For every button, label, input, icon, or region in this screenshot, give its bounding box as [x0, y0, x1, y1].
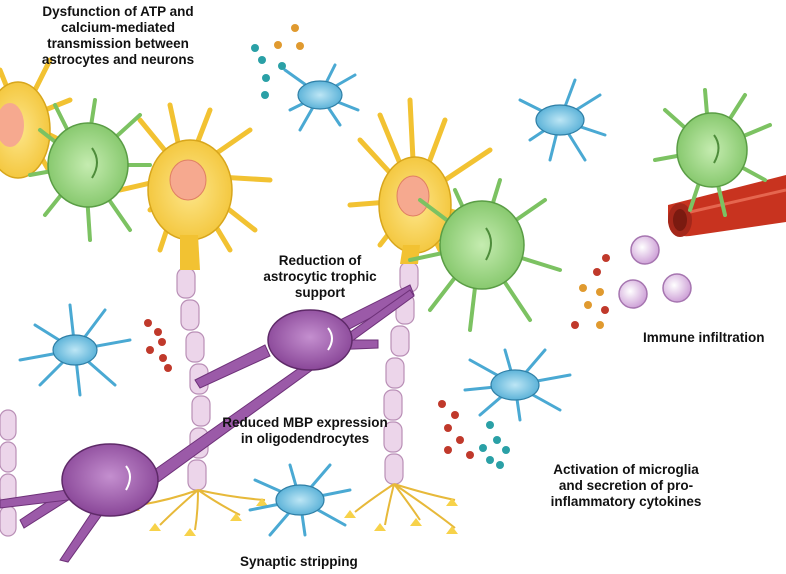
- yellow-astrocyte-edge: [0, 57, 83, 193]
- synaptic-boutons-right: [344, 498, 458, 534]
- yellow-astrocyte-right: [347, 97, 493, 264]
- axon-terminals-right: [354, 483, 456, 529]
- cytokines-left: [144, 319, 172, 372]
- oligodendrocyte-upper: [267, 309, 353, 371]
- blood-vessel: [668, 175, 786, 237]
- axon-terminals-left: [139, 489, 266, 531]
- microglia-left: [18, 303, 132, 397]
- label-immune-infiltration: Immune infiltration: [643, 330, 765, 345]
- yellow-astrocyte-left: [117, 102, 273, 270]
- microglia-bottom: [248, 463, 352, 537]
- myelinated-axon-edge: [0, 409, 17, 537]
- cytokines-immune: [571, 254, 610, 329]
- green-astrocyte-left: [28, 98, 152, 242]
- label-synaptic-stripping: Synaptic stripping: [240, 554, 358, 569]
- green-astrocyte-vessel: [653, 88, 772, 217]
- label-atp-calcium-dysfunction: Dysfunction of ATP and calcium-mediated …: [41, 4, 195, 67]
- microglia-top-right: [518, 78, 607, 162]
- cytokines-microglia: [438, 400, 510, 469]
- label-trophic-support: Reduction of astrocytic trophic support: [263, 253, 377, 300]
- microglia-top: [283, 63, 360, 132]
- immune-cells: [618, 235, 692, 309]
- label-microglia-activation: Activation of microglia and secretion of…: [550, 462, 702, 509]
- oligodendrocyte-lower: [61, 443, 159, 517]
- microglia-center-right: [463, 348, 572, 422]
- signalling-molecules-top: [251, 24, 304, 99]
- green-astrocyte-right: [408, 178, 562, 332]
- label-mbp-expression: Reduced MBP expression in oligodendrocyt…: [222, 415, 388, 446]
